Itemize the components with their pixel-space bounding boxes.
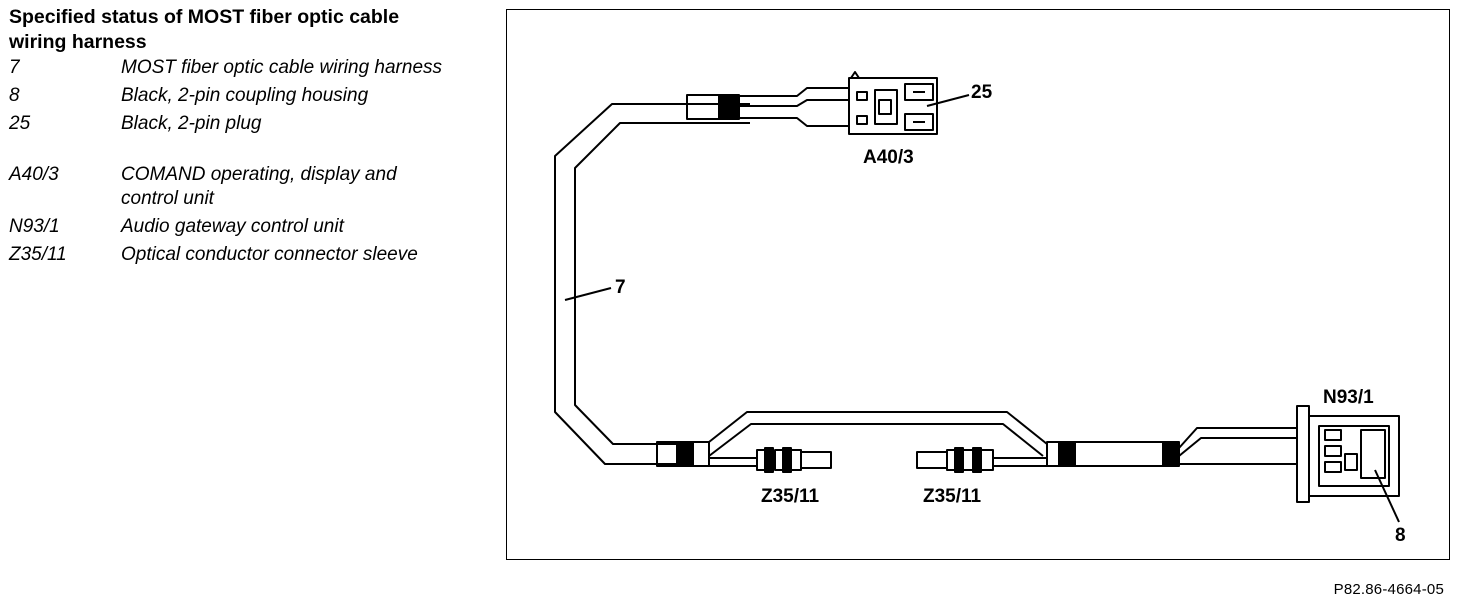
harness-cable-outer xyxy=(554,103,750,465)
legend-item: 25 Black, 2-pin plug xyxy=(9,112,479,136)
legend-desc: Black, 2-pin coupling housing xyxy=(121,85,369,106)
legend-code: 7 xyxy=(9,57,20,78)
bridge-cable-outer xyxy=(708,411,1048,445)
coupling-8-flange xyxy=(1296,405,1310,503)
top-wire-middle xyxy=(737,99,849,107)
label-sleeve-right: Z35/11 xyxy=(923,486,982,507)
right-sleeve-right-band xyxy=(1162,441,1180,467)
legend-item: Z35/11 Optical conductor connector sleev… xyxy=(9,243,479,267)
legend-code: A40/3 xyxy=(9,164,59,185)
legend-desc: Black, 2-pin plug xyxy=(121,113,262,134)
wiring-diagram: 25 A40/3 7 N93/1 8 Z35/11 Z35/11 xyxy=(554,71,1406,546)
label-gateway-unit: N93/1 xyxy=(1323,387,1374,408)
sleeve-left xyxy=(756,447,832,473)
legend-desc: COMAND operating, display and control un… xyxy=(121,164,397,209)
top-sleeve xyxy=(718,94,738,120)
legend-desc: Audio gateway control unit xyxy=(121,216,344,237)
legend-code: 25 xyxy=(9,113,31,134)
label-plug-25: 25 xyxy=(971,82,993,103)
legend-item: 7 MOST fiber optic cable wiring harness xyxy=(9,56,479,80)
legend-title: Specified status of MOST fiber optic cab… xyxy=(9,6,400,53)
leader-25 xyxy=(926,94,970,107)
right-sleeve-left-band xyxy=(1058,441,1076,467)
plug-25-latch xyxy=(850,71,860,79)
legend-code: 8 xyxy=(9,85,20,106)
legend-item: 8 Black, 2-pin coupling housing xyxy=(9,84,479,108)
legend-code: Z35/11 xyxy=(9,244,67,265)
legend-code: N93/1 xyxy=(9,216,60,237)
legend-item: A40/3 COMAND operating, display and cont… xyxy=(9,163,479,211)
top-wire-lower xyxy=(737,117,849,127)
legend-desc: Optical conductor connector sleeve xyxy=(121,244,418,265)
label-coupling-8: 8 xyxy=(1395,525,1406,546)
label-harness-7: 7 xyxy=(615,277,626,298)
legend-item: N93/1 Audio gateway control unit xyxy=(9,215,479,239)
label-comand-unit: A40/3 xyxy=(863,147,914,168)
bridge-cable-inner xyxy=(708,423,1044,457)
leader-7 xyxy=(564,287,612,301)
leader-8 xyxy=(1374,469,1400,523)
legend: Specified status of MOST fiber optic cab… xyxy=(9,5,479,271)
top-wire-upper xyxy=(737,87,849,97)
diagram-frame: 25 A40/3 7 N93/1 8 Z35/11 Z35/11 xyxy=(506,9,1450,560)
figure-reference: P82.86-4664-05 xyxy=(1333,581,1444,598)
sleeve-right xyxy=(916,447,994,473)
harness-cable-inner xyxy=(574,122,750,445)
bottom-left-sleeve xyxy=(676,441,694,467)
legend-desc: MOST fiber optic cable wiring harness xyxy=(121,57,443,78)
legend-spacer xyxy=(9,140,479,163)
label-sleeve-left: Z35/11 xyxy=(761,486,820,507)
